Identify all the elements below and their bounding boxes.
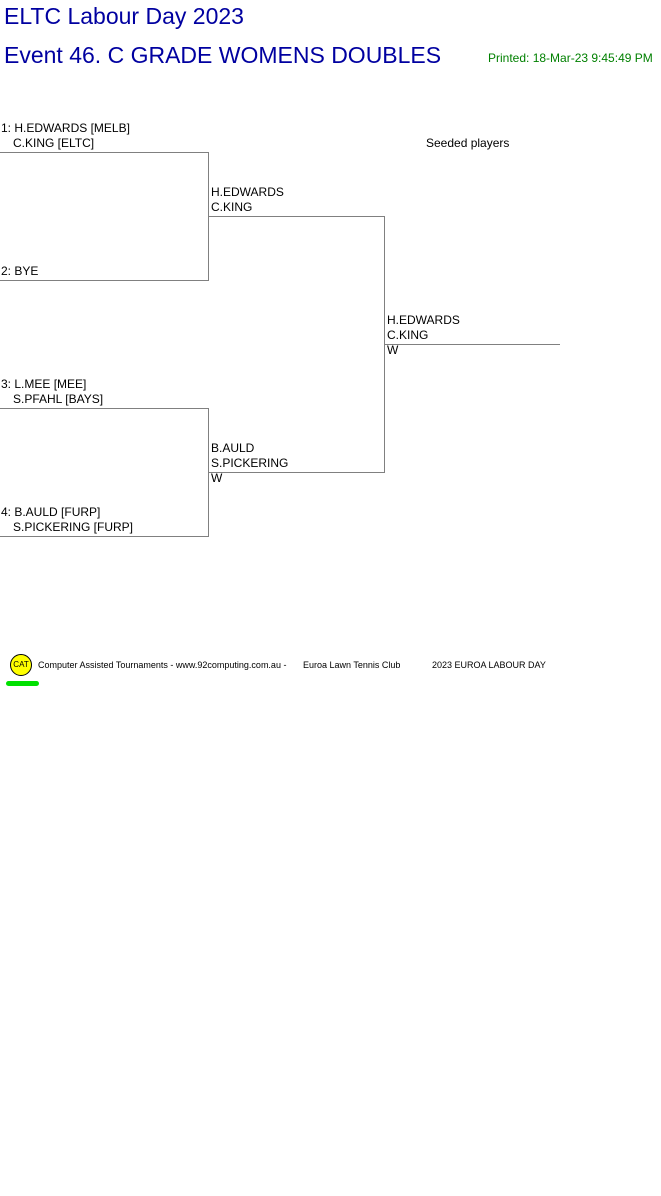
round2-match-1-player-2: C.KING [211,200,253,214]
cat-logo-underline [6,681,39,686]
bracket-line [0,408,209,409]
final-winner-player-1: H.EDWARDS [387,313,460,327]
bracket-line [0,152,209,153]
bracket-line [384,344,560,345]
printed-timestamp: Printed: 18-Mar-23 9:45:49 PM [488,51,653,65]
final-score: W [387,343,399,357]
bracket-line [208,216,385,217]
round2-match-2-player-2: S.PICKERING [211,456,289,470]
draw-entry-3-player-1: 3: L.MEE [MEE] [1,377,87,391]
round2-match-2-player-1: B.AULD [211,441,255,455]
footer: CAT Computer Assisted Tournaments - www.… [0,650,661,690]
round2-match-2-score: W [211,471,223,485]
bracket-line [0,280,209,281]
draw-entry-1-player-2: C.KING [ELTC] [13,136,95,150]
bracket-line [0,536,209,537]
footer-club: Euroa Lawn Tennis Club [303,660,401,670]
seeded-players-legend: Seeded players [426,136,510,150]
round2-match-1-player-1: H.EDWARDS [211,185,284,199]
footer-credit: Computer Assisted Tournaments - www.92co… [38,660,287,670]
draw-entry-4-player-2: S.PICKERING [FURP] [13,520,134,534]
bracket-line [208,472,385,473]
tournament-title: ELTC Labour Day 2023 [4,3,244,29]
draw-entry-1-player-1: 1: H.EDWARDS [MELB] [1,121,130,135]
event-title: Event 46. C GRADE WOMENS DOUBLES [4,42,442,68]
cat-logo-icon: CAT [10,654,32,676]
draw-entry-3-player-2: S.PFAHL [BAYS] [13,392,104,406]
draw-entry-2-player-1: 2: BYE [1,264,39,278]
final-winner-player-2: C.KING [387,328,429,342]
draw-entry-4-player-1: 4: B.AULD [FURP] [1,505,101,519]
footer-event-name: 2023 EUROA LABOUR DAY [432,660,546,670]
